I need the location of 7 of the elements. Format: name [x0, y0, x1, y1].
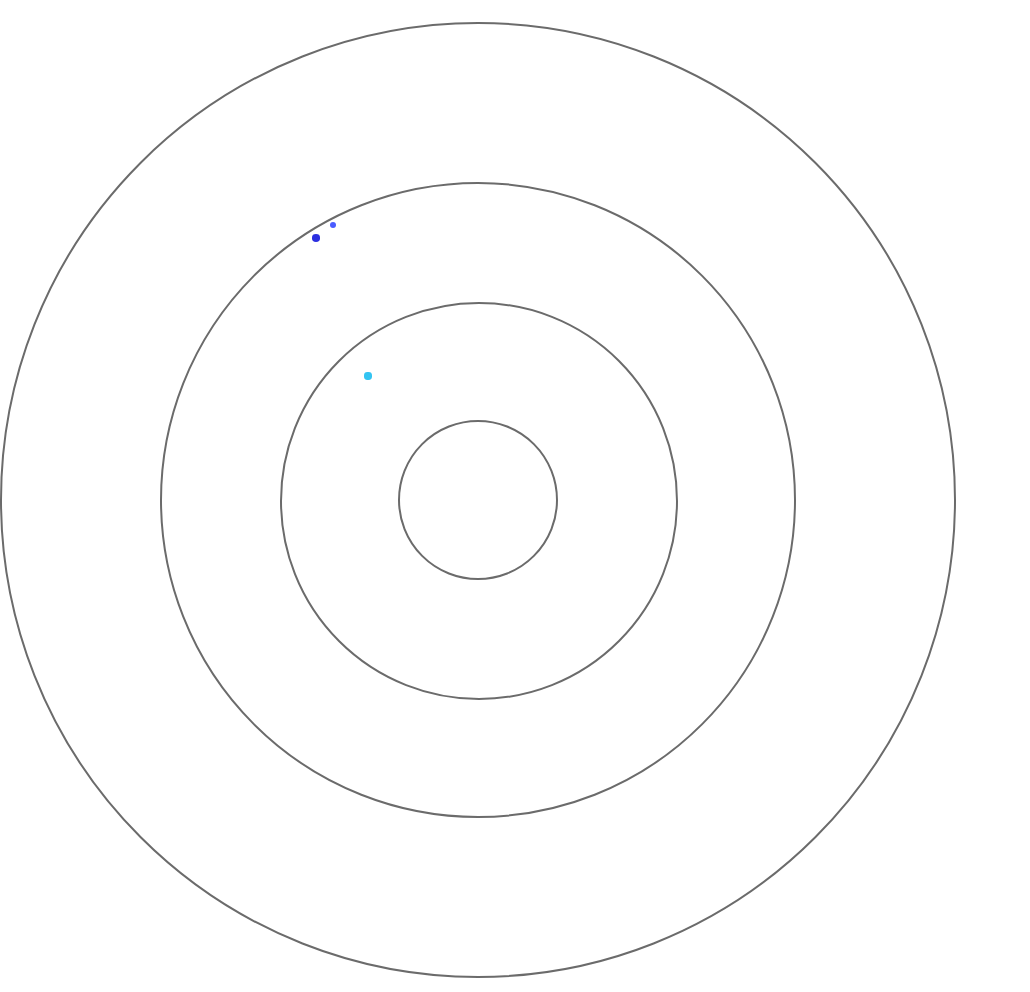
target-ring — [160, 182, 796, 818]
target-ring — [0, 22, 956, 978]
dot-icon — [329, 221, 336, 228]
target-ring — [398, 420, 558, 580]
target-ring — [279, 301, 677, 699]
dot-icon — [364, 372, 372, 380]
dot-icon — [311, 233, 321, 242]
